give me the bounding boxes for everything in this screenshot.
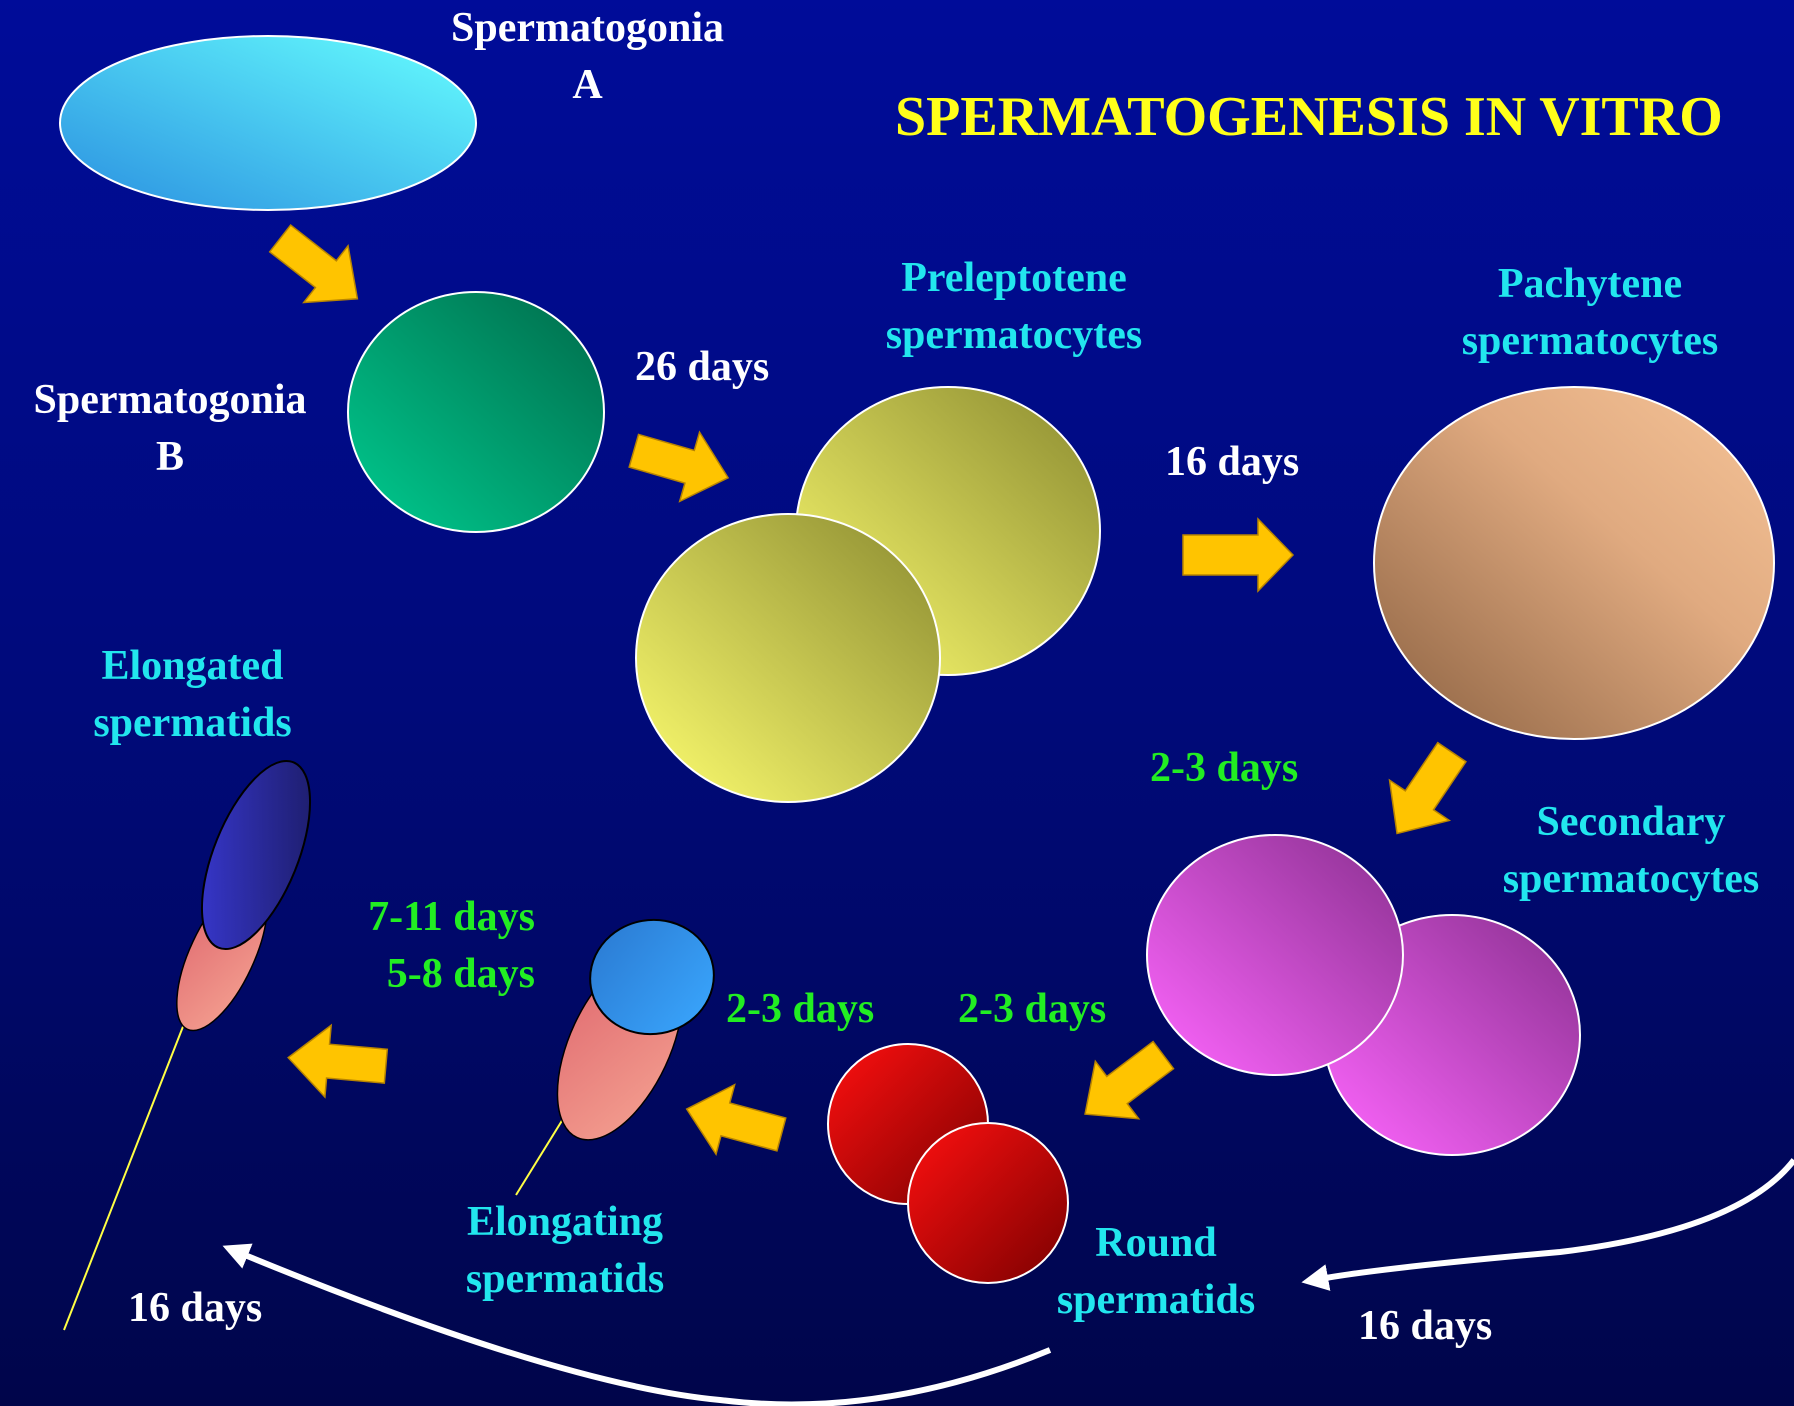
duration-16-days-right: 16 days (1358, 1298, 1492, 1355)
arrow-pachytene-to-secondary (1367, 732, 1481, 854)
preleptotene-cell-front (636, 514, 940, 802)
duration-16-days-pachytene: 16 days (1165, 434, 1299, 491)
secondary-spermatocyte-cell-front (1147, 835, 1403, 1075)
duration-2-3-days-secondary: 2-3 days (958, 981, 1106, 1038)
duration-2-3-days-pachytene: 2-3 days (1150, 740, 1298, 797)
duration-2-3-days-round: 2-3 days (726, 981, 874, 1038)
spermatogonia-b-cell (348, 292, 604, 532)
duration-26-days: 26 days (635, 339, 769, 396)
arrow-b-to-preleptotene (624, 416, 738, 512)
arrow-round-to-elongating (677, 1074, 790, 1169)
arrow-secondary-to-round (1063, 1026, 1185, 1142)
arrow-a-to-b (258, 210, 380, 327)
pachytene-cell (1374, 387, 1774, 739)
arrow-preleptotene-to-pachytene (1183, 519, 1293, 591)
slide-title: SPERMATOGENESIS IN VITRO (895, 85, 1723, 149)
curved-arrow-pachytene-to-round (1320, 1160, 1794, 1279)
duration-16-days-left: 16 days (128, 1280, 262, 1337)
arrow-elongating-to-elongated (285, 1022, 389, 1102)
